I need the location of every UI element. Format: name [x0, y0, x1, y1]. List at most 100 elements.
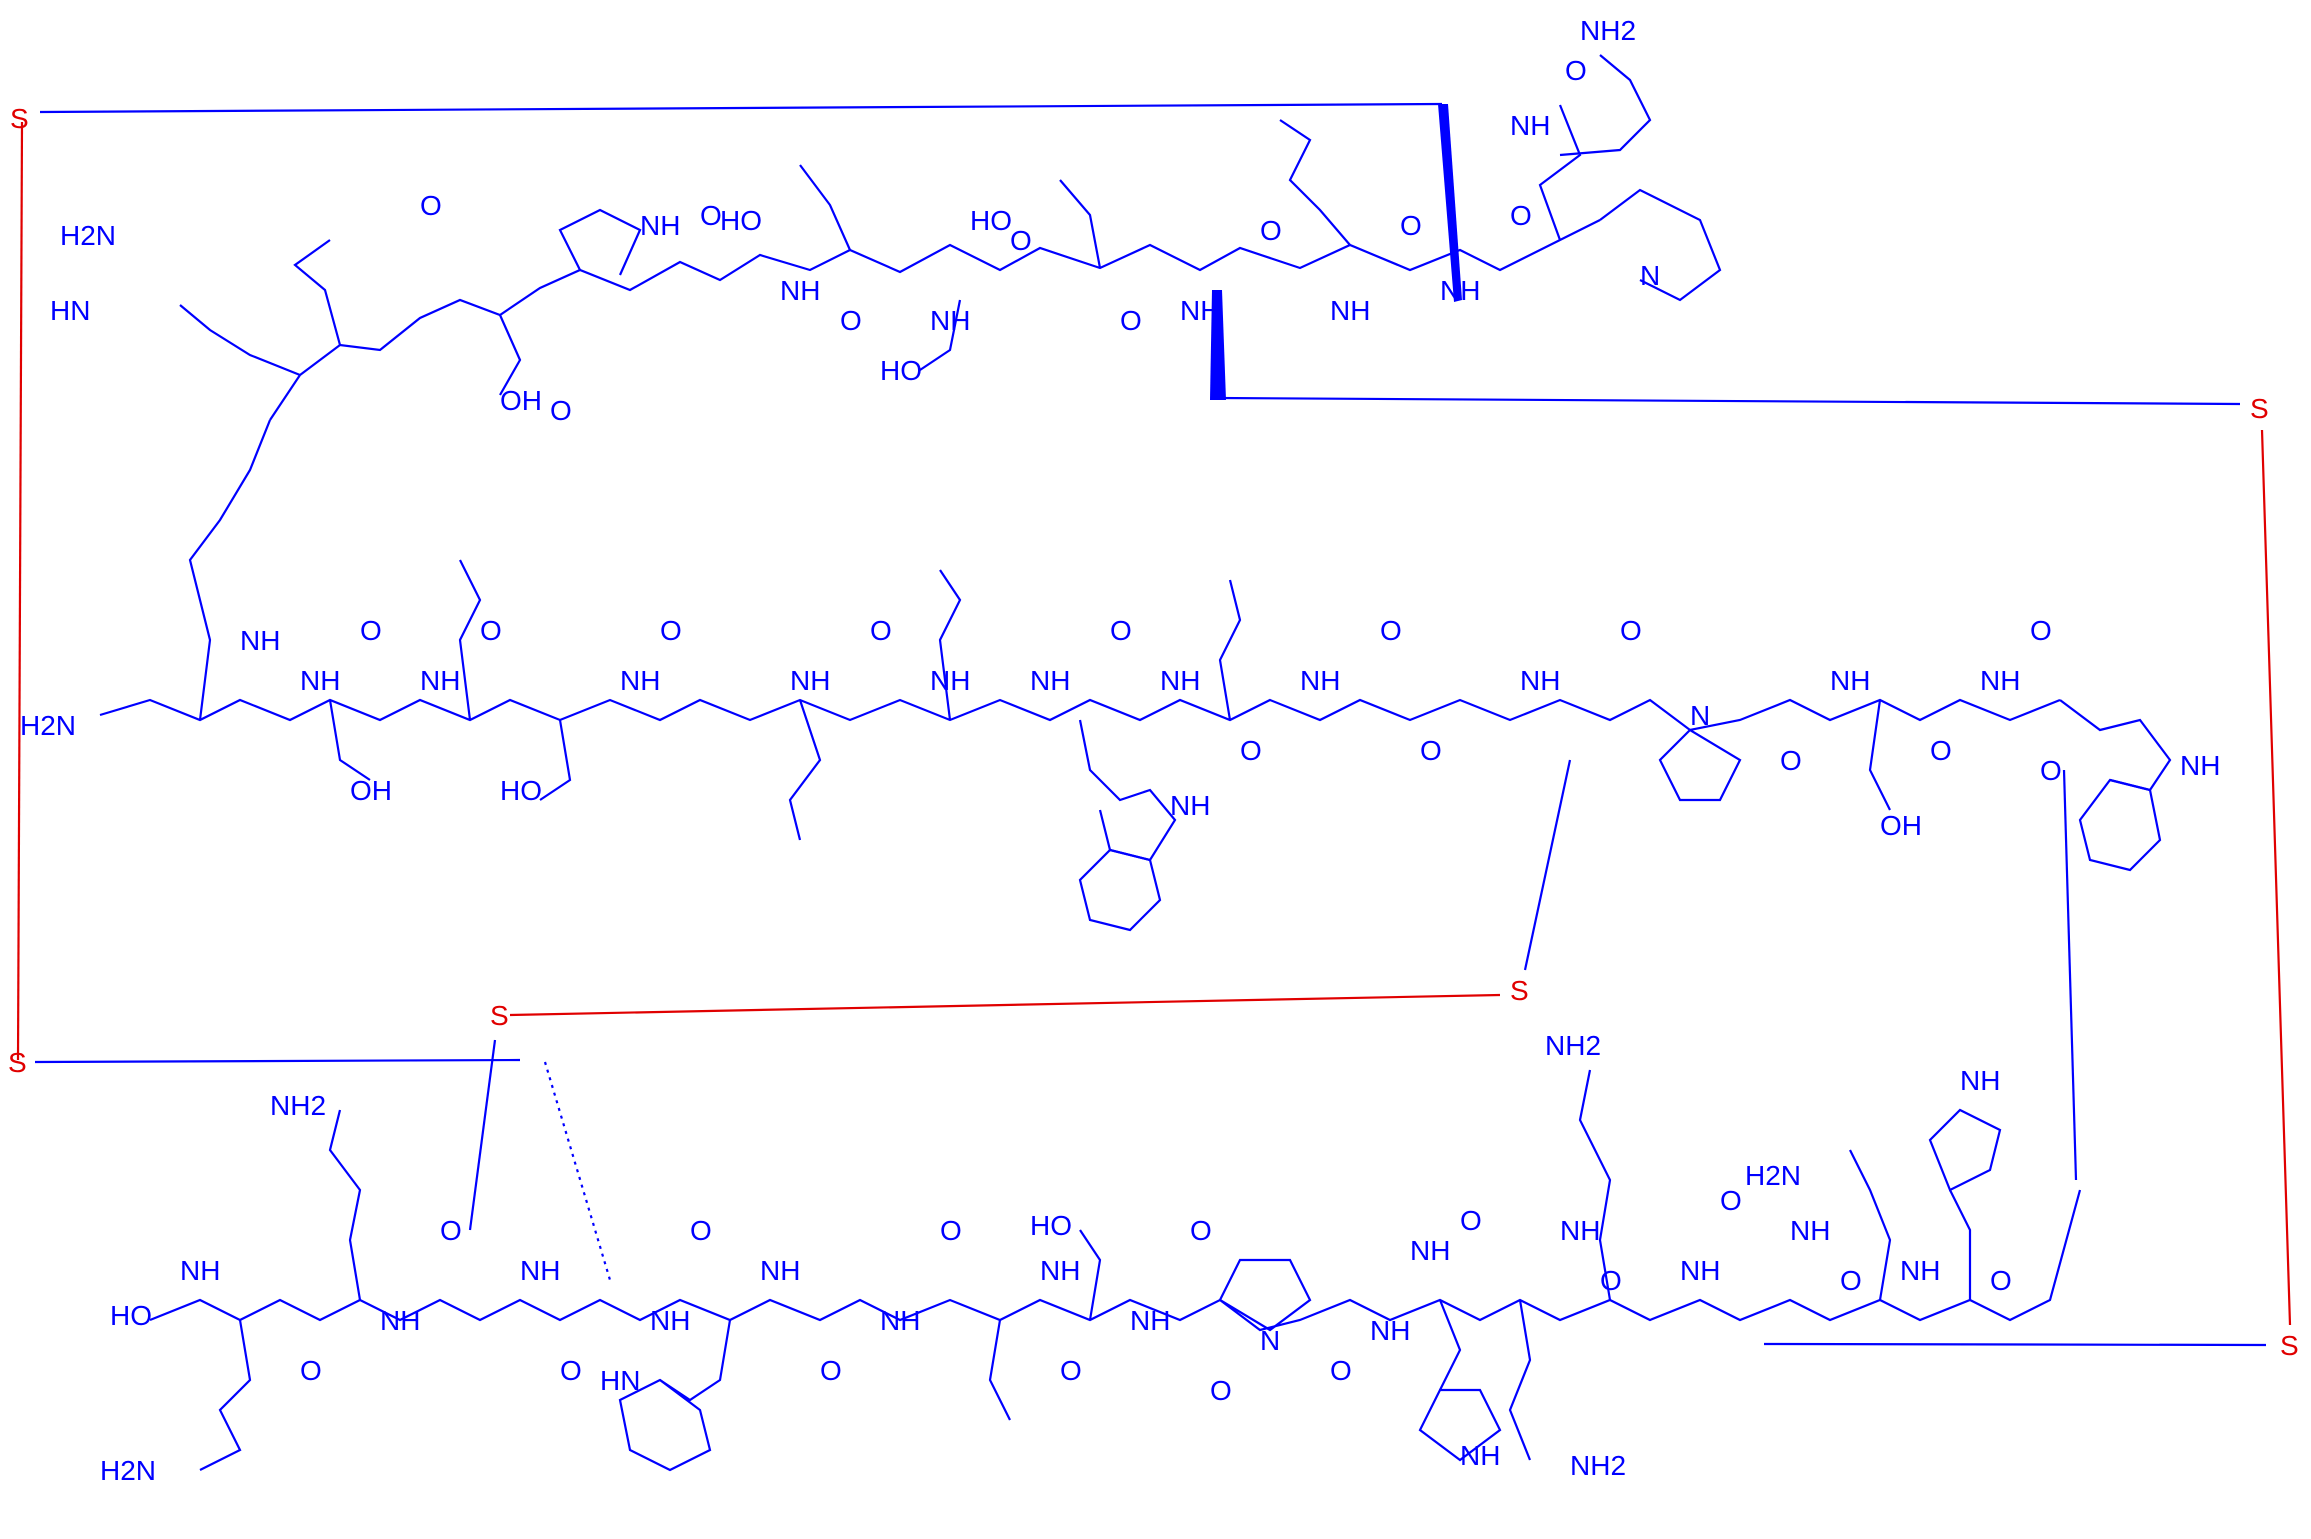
backbone-atom-label: NH [1130, 1305, 1170, 1336]
serine-hydroxyl-right: OH [1880, 810, 1922, 841]
backbone-atom-label: NH [1980, 665, 2020, 696]
bond-right-long [1217, 396, 2241, 406]
bond-cys-bottom-2 [543, 1061, 612, 1281]
backbone-atom-label: NH [1680, 1255, 1720, 1286]
backbone-atom-label: NH [1410, 1235, 1450, 1266]
serine-hydroxyl-top2: HO [880, 355, 922, 386]
backbone-atom-label: O [820, 1355, 842, 1386]
backbone-atom-label: NH [520, 1255, 560, 1286]
backbone-atom-label: NH [1510, 110, 1550, 141]
backbone-atom-label: NH [650, 1305, 690, 1336]
lysine-amine-mid-top: NH2 [1545, 1030, 1601, 1061]
sulfur-right-top: S [2250, 393, 2269, 424]
backbone-atom-label: NH [930, 665, 970, 696]
backbone-atom-label: NH [640, 210, 680, 241]
backbone-atom-label: O [700, 200, 722, 231]
arginine-imine: HN [50, 295, 90, 326]
backbone-atom-label: O [2030, 615, 2052, 646]
glutamine-amine: H2N [100, 1455, 156, 1486]
disulfide-bridges [16, 102, 2292, 1347]
wedge-top-right [1438, 104, 1462, 302]
sulfur-mid-left: S [8, 1047, 27, 1078]
bottom-row-backbone [149, 1069, 2082, 1472]
backbone-atom-label: NH [1030, 665, 1070, 696]
sulfur-top-left: S [10, 103, 29, 134]
backbone-atom-label: O [1060, 1355, 1082, 1386]
backbone-atom-label: O [660, 615, 682, 646]
backbone-atom-label: O [1260, 215, 1282, 246]
sulfur-center-low: S [1510, 975, 1529, 1006]
bond-trp-right-down [2062, 769, 2078, 1181]
backbone-atom-label: O [1110, 615, 1132, 646]
backbone-atom-label: O [1510, 200, 1532, 231]
bond-left-s-horizontal [34, 1058, 521, 1064]
backbone-atom-label: O [1210, 1375, 1232, 1406]
backbone-atom-label: NH [1160, 665, 1200, 696]
backbone-atom-label: O [1840, 1265, 1862, 1296]
backbone-atom-label: O [1400, 210, 1422, 241]
serine-hydroxyl-top: OH [500, 385, 542, 416]
backbone-atom-label: O [360, 615, 382, 646]
backbone-atom-label: O [300, 1355, 322, 1386]
lysine-amine-mid-bottom: NH2 [1570, 1450, 1626, 1481]
backbone-atom-label: O [1190, 1215, 1212, 1246]
disulfide-center-horizontal [509, 993, 1501, 1017]
backbone-atom-label: NH [380, 1305, 420, 1336]
threonine-hydroxyl-bottom: HO [1030, 1210, 1072, 1241]
imidazole-nh-bottom: NH [1460, 1440, 1500, 1471]
backbone-atom-label: O [1010, 225, 1032, 256]
backbone-atom-label: NH [420, 665, 460, 696]
backbone-atom-label: NH [240, 625, 280, 656]
backbone-atom-label: NH [1330, 295, 1370, 326]
serine-hydroxyl-mid: HO [500, 775, 542, 806]
backbone-atom-label: O [420, 190, 442, 221]
backbone-atom-label: N [1690, 700, 1710, 731]
backbone-atom-label: NH [1520, 665, 1560, 696]
backbone-atom-label: O [1240, 735, 1262, 766]
asparagine-amine-left: H2N [20, 710, 76, 741]
backbone-atom-label: O [840, 305, 862, 336]
backbone-atom-label: O [1420, 735, 1442, 766]
backbone-atom-label: NH [780, 275, 820, 306]
backbone-atom-label: O [1460, 1205, 1482, 1236]
indole-nh-bottom: HN [600, 1365, 640, 1396]
top-row-backbone [179, 54, 1722, 421]
backbone-atom-label: O [440, 1215, 462, 1246]
backbone-atom-label: O [480, 615, 502, 646]
backbone-atom-label: O [1990, 1265, 2012, 1296]
aspartate-hydroxyl-1: HO [720, 205, 762, 236]
backbone-atom-label: NH [1440, 275, 1480, 306]
backbone-atom-label: NH [1900, 1255, 1940, 1286]
backbone-atom-label: NH [1370, 1315, 1410, 1346]
wedge-leu-down [1210, 290, 1226, 400]
arginine-amine: H2N [60, 220, 116, 251]
backbone-atom-label: NH [1180, 295, 1220, 326]
disulfide-right-vertical [2260, 429, 2292, 1326]
backbone-atom-label: O [1620, 615, 1642, 646]
amine-top: NH2 [1580, 15, 1636, 46]
backbone-atom-label: N [1640, 260, 1660, 291]
backbone-atom-label: O [1720, 1185, 1742, 1216]
middle-row-backbone [99, 419, 2172, 932]
backbone-atom-label: O [1600, 1265, 1622, 1296]
asparagine-amine-right: H2N [1745, 1160, 1801, 1191]
bond-cys-bottom-1 [468, 1039, 497, 1231]
bond-top-long [39, 102, 1443, 114]
backbone-atom-label: NH [930, 305, 970, 336]
backbone-atom-label: NH [1790, 1215, 1830, 1246]
backbone-atom-label: NH [1300, 665, 1340, 696]
indole-nh-right: NH [2180, 750, 2220, 781]
backbone-atom-label: NH [300, 665, 340, 696]
backbone-atom-label: O [690, 1215, 712, 1246]
backbone-atom-label: O [1930, 735, 1952, 766]
sulfur-right-bottom: S [2280, 1330, 2299, 1361]
backbone-atom-label: NH [1560, 1215, 1600, 1246]
sulfur-center-left: S [490, 1000, 509, 1031]
backbone-atom-label: O [1330, 1355, 1352, 1386]
backbone-atom-label: NH [1830, 665, 1870, 696]
backbone-atom-label: NH [760, 1255, 800, 1286]
disulfide-left-vertical [16, 121, 24, 1061]
